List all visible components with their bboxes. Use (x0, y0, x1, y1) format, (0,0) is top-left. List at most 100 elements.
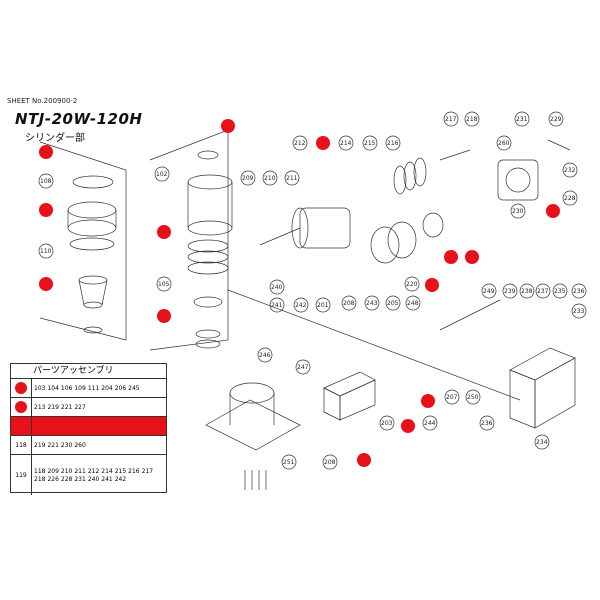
part-label: 236 (573, 288, 585, 295)
part-label: 239 (504, 288, 516, 295)
highlight-marker (157, 225, 171, 239)
part-label: 220 (406, 281, 418, 288)
part-label: 231 (516, 116, 528, 123)
part-label: 260 (498, 140, 510, 147)
ring-c (187, 261, 229, 275)
part-label: 238 (521, 288, 533, 295)
highlight-marker (39, 145, 53, 159)
part-label: 212 (294, 140, 306, 147)
highlight-marker (221, 119, 235, 133)
part-label: 218 (466, 116, 478, 123)
pump-body-211 (291, 207, 351, 249)
highlight-marker (39, 277, 53, 291)
row-code (11, 379, 32, 397)
cylinder-head-part (67, 201, 117, 237)
highlight-marker (421, 394, 435, 408)
highlight-marker (425, 278, 439, 292)
model-title: NTJ-20W-120H (15, 110, 143, 128)
piston-110 (78, 275, 108, 309)
section-subtitle: シリンダー部 (25, 133, 85, 144)
ring-d (195, 329, 221, 339)
ring-e (195, 339, 221, 349)
part-label: 240 (271, 284, 283, 291)
part-label: 229 (550, 116, 562, 123)
spring-216 (393, 157, 427, 195)
part-label: 242 (295, 302, 307, 309)
ring-a (187, 239, 229, 253)
part-label: 208 (343, 300, 355, 307)
part-label: 237 (537, 288, 549, 295)
ring-b (187, 250, 229, 264)
part-label: 210 (264, 175, 276, 182)
part-label: 235 (554, 288, 566, 295)
o-ring-108 (72, 175, 114, 189)
highlight-marker (357, 453, 371, 467)
handle-248 (439, 299, 501, 331)
row-code: 119 (11, 455, 32, 495)
part-label: 102 (156, 171, 168, 178)
part-label: 241 (271, 302, 283, 309)
part-label: 207 (446, 394, 458, 401)
table-row-highlighted (11, 417, 166, 436)
part-label: 248 (407, 300, 419, 307)
o-ring-lower (69, 237, 115, 251)
sheet-number: SHEET No.200900-2 (7, 97, 78, 105)
shaft-210 (259, 227, 301, 246)
part-label: 201 (317, 302, 329, 309)
part-label: 234 (536, 439, 548, 446)
row-parts (32, 417, 166, 435)
highlight-marker (401, 419, 415, 433)
part-label: 250 (467, 394, 479, 401)
part-label: 251 (283, 459, 295, 466)
group-outline-center (149, 129, 229, 351)
part-label: 211 (286, 175, 298, 182)
part-label: 230 (512, 208, 524, 215)
highlight-marker (546, 204, 560, 218)
part-label: 236 (481, 420, 493, 427)
highlight-marker (157, 309, 171, 323)
part-label: 243 (366, 300, 378, 307)
rod-218 (439, 149, 471, 161)
highlight-marker (316, 136, 330, 150)
part-label: 214 (340, 140, 352, 147)
row-code: 118 (11, 436, 32, 454)
part-label: 105 (158, 281, 170, 288)
bolt-set (244, 470, 267, 490)
part-label: 205 (387, 300, 399, 307)
row-code (11, 417, 32, 435)
small-ring (83, 326, 103, 334)
part-label: 216 (387, 140, 399, 147)
part-label: 249 (483, 288, 495, 295)
part-label: 247 (297, 364, 309, 371)
group-outline-left (39, 141, 127, 341)
ring-assembly-220 (370, 212, 444, 264)
part-label: 215 (364, 140, 376, 147)
valve-block-201 (323, 371, 376, 421)
part-label: 208 (324, 459, 336, 466)
flange-228 (497, 159, 539, 201)
part-label: 228 (564, 195, 576, 202)
table-title: パーツアッセンブリ (11, 364, 166, 379)
packing-105 (193, 296, 223, 308)
highlight-marker (444, 250, 458, 264)
tank-234 (509, 347, 576, 429)
part-label-group: 108 110 102 105 209 210 211 212 214 215 … (38, 111, 587, 470)
part-label: 246 (259, 352, 271, 359)
part-label: 217 (445, 116, 457, 123)
snap-ring (197, 150, 219, 160)
part-label: 203 (381, 420, 393, 427)
rod-232 (547, 139, 571, 151)
part-label: 209 (242, 175, 254, 182)
part-label: 110 (40, 248, 52, 255)
part-label: 232 (564, 167, 576, 174)
